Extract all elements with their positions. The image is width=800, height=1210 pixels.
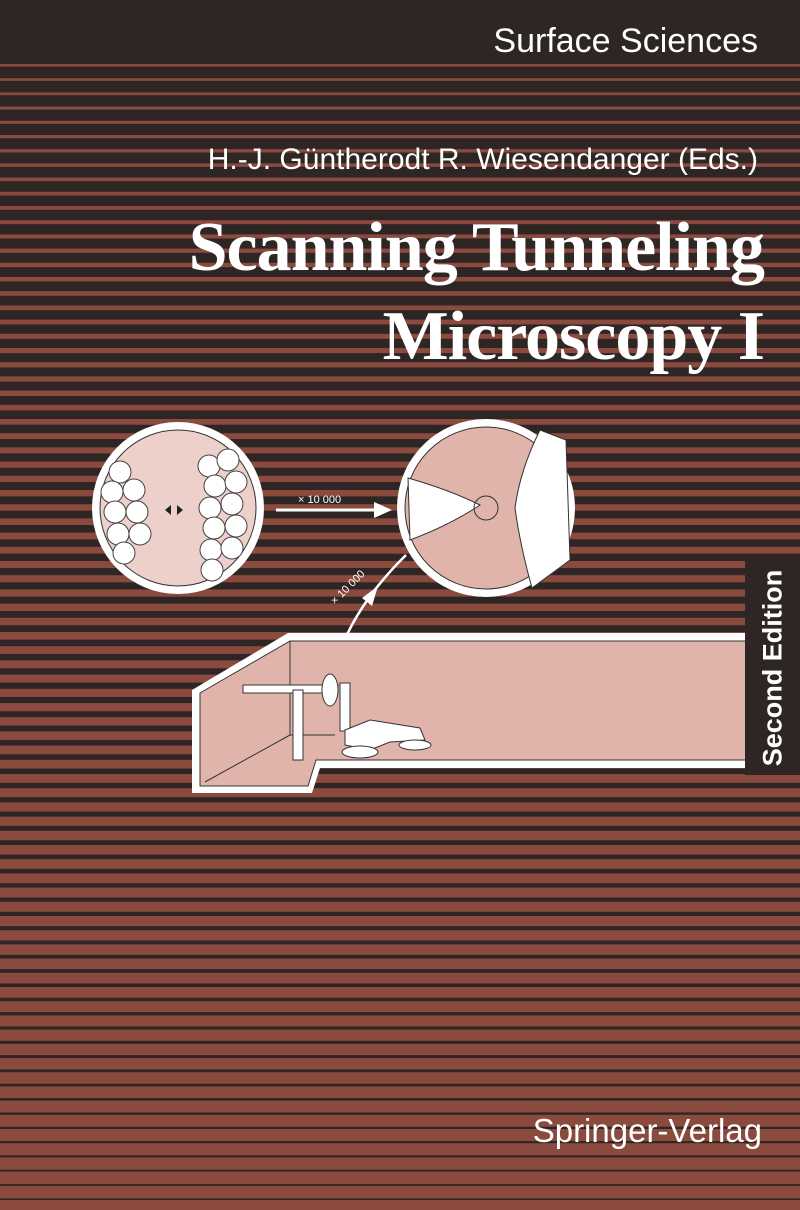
stripe [0, 262, 800, 268]
stripe [0, 859, 800, 869]
stripe [0, 362, 800, 368]
stripe [0, 277, 800, 282]
editors: H.-J. Güntherodt R. Wiesendanger (Eds.) [207, 143, 758, 176]
stripe [0, 1058, 800, 1070]
stripe [0, 206, 800, 210]
stripe [0, 589, 800, 597]
magnification-arrow-1: × 10 000 [276, 494, 392, 518]
stripe [0, 603, 800, 611]
stripe [0, 433, 800, 440]
publisher: Springer-Verlag [532, 1112, 762, 1149]
title-line-1: Scanning Tunneling [188, 209, 765, 286]
stripe [0, 1129, 800, 1142]
svg-text:× 10 000: × 10 000 [298, 494, 341, 506]
stripe [0, 319, 800, 325]
stripe [0, 106, 800, 110]
stripe [0, 78, 800, 81]
stripe [0, 64, 800, 67]
stripe [0, 575, 800, 583]
stripe [0, 944, 800, 955]
stripe [0, 447, 800, 454]
stripe [0, 901, 800, 912]
stripe [0, 305, 800, 311]
stripe [0, 916, 800, 927]
stripe [0, 1200, 800, 1210]
stripe [0, 163, 800, 167]
stripe [0, 1143, 800, 1156]
edition-badge: Second Edition [745, 560, 800, 775]
stripe [0, 546, 800, 554]
stripe [0, 220, 800, 225]
stripe [0, 830, 800, 841]
stripe [0, 390, 800, 397]
stripe [0, 873, 800, 884]
stripe [0, 774, 800, 783]
stripe [0, 248, 800, 253]
stripe [0, 475, 800, 483]
edition-label: Second Edition [757, 569, 787, 766]
stripe [0, 92, 800, 96]
stripe [0, 333, 800, 339]
stripe [0, 1015, 800, 1027]
atomic-tip-circle [92, 422, 264, 594]
stripe [0, 1029, 800, 1041]
stripe [0, 1086, 800, 1099]
stripe [0, 234, 800, 239]
stripe [0, 1185, 800, 1199]
stripe [0, 958, 800, 970]
stripe [0, 291, 800, 296]
stripe [0, 532, 800, 540]
stripe [0, 987, 800, 998]
stripe [0, 816, 800, 826]
stripe [0, 419, 800, 425]
title-line-2: Microscopy I [382, 298, 765, 375]
stripe [0, 617, 800, 626]
stripe [0, 348, 800, 354]
stripe [0, 191, 800, 196]
stripe [0, 788, 800, 798]
stripe [0, 1001, 800, 1013]
stripe [0, 1157, 800, 1170]
stripe [0, 802, 800, 812]
stripe [0, 561, 800, 568]
stripe [0, 1043, 800, 1056]
svg-text:× 10 000: × 10 000 [329, 568, 368, 607]
stripe [0, 120, 800, 124]
stripe [0, 887, 800, 898]
double-arrow-icon [165, 505, 183, 515]
stripe [0, 972, 800, 984]
stripe [0, 1072, 800, 1084]
stripe [0, 1114, 800, 1127]
stripe [0, 1171, 800, 1185]
stripe [0, 930, 800, 941]
stripe [0, 845, 800, 855]
stripe [0, 177, 800, 182]
stripe [0, 461, 800, 468]
stripe [0, 149, 800, 153]
stripe [0, 1100, 800, 1113]
tip-closeup-circle [397, 419, 575, 597]
stripe [0, 404, 800, 411]
stripe [0, 135, 800, 139]
stripe [0, 376, 800, 382]
series-name: Surface Sciences [493, 22, 758, 60]
stm-chamber [192, 633, 749, 793]
